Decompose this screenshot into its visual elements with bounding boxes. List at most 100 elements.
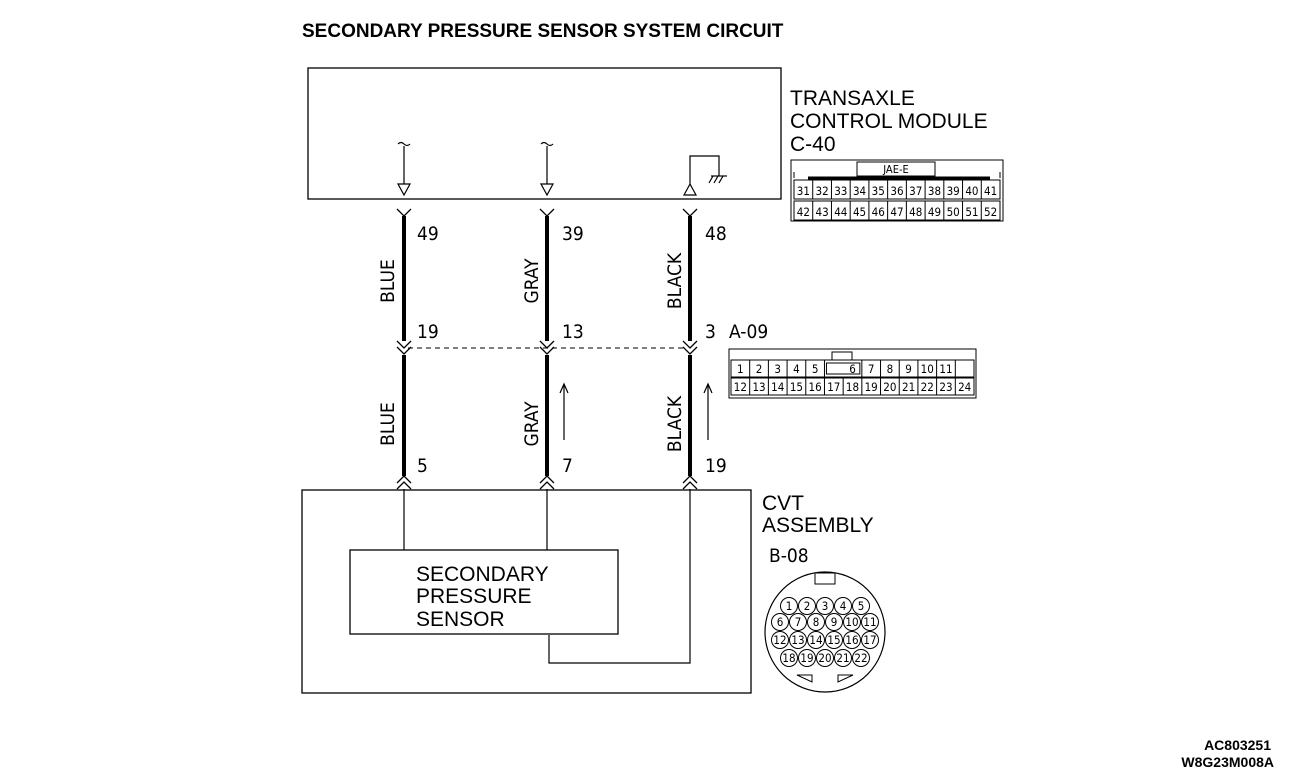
- connector-pin-label: 37: [909, 184, 922, 198]
- connector-pin-label: 3: [822, 599, 829, 613]
- tcm-label-line1: TRANSAXLE: [790, 87, 915, 110]
- connector-pin-label: 42: [797, 205, 810, 219]
- connector-pin-label: 16: [809, 380, 822, 394]
- pin-tcm-blue: 49: [417, 223, 439, 245]
- connector-pin-label: 1: [737, 362, 744, 376]
- connector-pin-label: 15: [827, 633, 840, 647]
- a09-connector-id: A-09: [729, 321, 768, 343]
- connector-pin-label: 9: [905, 362, 912, 376]
- connector-pin-label: 35: [872, 184, 885, 198]
- tcm-label-line2: CONTROL MODULE: [790, 110, 988, 133]
- connector-pin-label: 3: [774, 362, 781, 376]
- connector-pin-label: 22: [921, 380, 934, 394]
- diagram-title: SECONDARY PRESSURE SENSOR SYSTEM CIRCUIT: [302, 21, 784, 42]
- ref-code-1: AC803251: [1204, 737, 1271, 753]
- tcm-internal-symbols: [396, 141, 727, 197]
- connector-pin-label: 50: [947, 205, 960, 219]
- connector-pin-label: 40: [965, 184, 978, 198]
- wire-color-black-upper: BLACK: [664, 252, 686, 309]
- connector-pin-label: 17: [863, 633, 876, 647]
- connector-pin-label: 6: [849, 362, 856, 376]
- tcm-connector-id: C-40: [790, 133, 836, 156]
- connector-pin-label: 18: [846, 380, 859, 394]
- ref-code-2: W8G23M008A: [1181, 754, 1274, 770]
- connector-pin-label: 10: [921, 362, 934, 376]
- connector-pin-label: 39: [947, 184, 960, 198]
- connector-pin-label: 2: [756, 362, 763, 376]
- sensor-label-line3: SENSOR: [416, 608, 505, 631]
- connector-pin-label: 43: [816, 205, 829, 219]
- connector-pin-label: 8: [813, 615, 820, 629]
- connector-pin-label: 13: [752, 380, 765, 394]
- connector-pin-label: 23: [939, 380, 952, 394]
- connector-pin-label: 52: [984, 205, 997, 219]
- connector-pin-label: 21: [902, 380, 915, 394]
- sensor-label-line1: SECONDARY: [416, 563, 549, 586]
- connector-pin-label: 14: [771, 380, 784, 394]
- connector-pin-label: 10: [845, 615, 858, 629]
- connector-pin-label: 18: [782, 651, 795, 665]
- connector-pin-label: 34: [853, 184, 866, 198]
- pin-cvt-gray: 7: [562, 455, 573, 477]
- connector-pin-label: 8: [887, 362, 894, 376]
- connector-pin-label: 16: [845, 633, 858, 647]
- connector-pin-label: 7: [795, 615, 802, 629]
- connector-pin-label: 4: [793, 362, 800, 376]
- connector-pin-label: 5: [858, 599, 865, 613]
- connector-pin-label: 49: [928, 205, 941, 219]
- connector-pin-label: 33: [834, 184, 847, 198]
- pin-junction-blue: 19: [417, 321, 439, 343]
- connector-pin-label: 38: [928, 184, 941, 198]
- connector-pin-label: 4: [840, 599, 847, 613]
- connector-pin-label: 14: [809, 633, 822, 647]
- connector-pin-label: 46: [872, 205, 885, 219]
- connector-pin-label: 1: [786, 599, 793, 613]
- connector-pin-label: 31: [797, 184, 810, 198]
- pin-junction-black: 3: [705, 321, 716, 343]
- wire-color-blue-lower: BLUE: [377, 402, 399, 446]
- connector-pin-label: 19: [865, 380, 878, 394]
- wire-color-black-lower: BLACK: [664, 395, 686, 452]
- cvt-connector-id: B-08: [769, 545, 809, 567]
- cvt-label-line1: CVT: [762, 492, 804, 515]
- connector-pin-label: 45: [853, 205, 866, 219]
- connector-pin-label: 47: [890, 205, 903, 219]
- pin-tcm-black: 48: [705, 223, 727, 245]
- connector-pin-label: 19: [800, 651, 813, 665]
- tcm-box: [307, 67, 782, 200]
- connector-pin-label: 15: [790, 380, 803, 394]
- wire-color-gray-upper: GRAY: [521, 258, 543, 304]
- connector-pin-label: 20: [883, 380, 896, 394]
- connector-pin-label: 11: [939, 362, 952, 376]
- connector-pin-label: 44: [834, 205, 847, 219]
- pin-tcm-gray: 39: [562, 223, 584, 245]
- connector-pin-label: 2: [804, 599, 811, 613]
- wire-color-blue-upper: BLUE: [377, 259, 399, 303]
- connector-pin-label: 41: [984, 184, 997, 198]
- wires: [396, 208, 713, 664]
- cvt-assembly-box: [301, 489, 752, 694]
- connector-pin-label: 36: [890, 184, 903, 198]
- connector-pin-label: 24: [958, 380, 971, 394]
- connector-pin-label: 9: [831, 615, 838, 629]
- connector-pin-label: 7: [868, 362, 875, 376]
- sensor-box: [349, 549, 619, 635]
- pin-junction-gray: 13: [562, 321, 584, 343]
- wire-color-gray-lower: GRAY: [521, 401, 543, 447]
- connector-pin-label: 12: [773, 633, 786, 647]
- cvt-label-line2: ASSEMBLY: [762, 514, 874, 537]
- pin-cvt-blue: 5: [417, 455, 428, 477]
- c40-connector-type: JAE-E: [882, 163, 909, 176]
- connector-pin-label: 48: [909, 205, 922, 219]
- connector-pin-label: 12: [734, 380, 747, 394]
- connector-pin-label: 20: [818, 651, 831, 665]
